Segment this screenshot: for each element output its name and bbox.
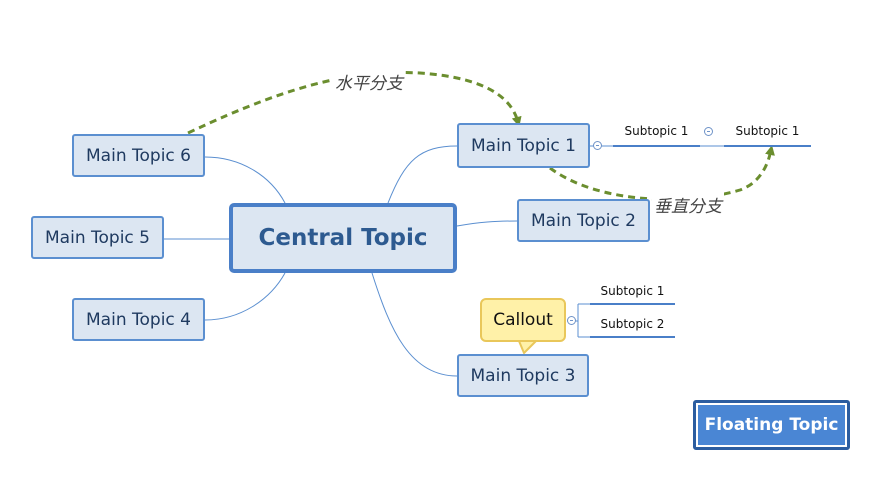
subtopic-1-1[interactable]: Subtopic 1	[724, 124, 811, 138]
main-topic-5-label: Main Topic 5	[45, 227, 150, 248]
main-topic-1[interactable]: Main Topic 1	[457, 123, 590, 168]
callout-pointer	[518, 340, 537, 354]
link-main-topic-4	[204, 272, 286, 321]
callout-subtopic-1-underline	[590, 303, 675, 305]
central-topic[interactable]: Central Topic	[229, 203, 457, 273]
main-topic-4[interactable]: Main Topic 4	[72, 298, 205, 341]
callout-subtopic-2[interactable]: Subtopic 2	[590, 317, 675, 331]
subtopic-1-label: Subtopic 1	[624, 124, 689, 138]
main-topic-2[interactable]: Main Topic 2	[517, 199, 650, 242]
link-main-topic-6	[204, 156, 286, 204]
subtopic-1[interactable]: Subtopic 1	[613, 124, 700, 138]
main-topic-1-label: Main Topic 1	[471, 135, 576, 156]
callout-subtopic-2-underline	[590, 336, 675, 338]
subtopic-1-1-underline	[724, 145, 811, 147]
collapse-callout-icon[interactable]	[567, 316, 576, 325]
relationship-vertical-label[interactable]: 垂直分支	[652, 192, 724, 217]
main-topic-4-label: Main Topic 4	[86, 309, 191, 330]
collapse-main-topic-1-icon[interactable]	[593, 141, 602, 150]
link-main-topic-1	[387, 145, 458, 204]
relationship-horizontal	[187, 71, 522, 135]
main-topic-3-label: Main Topic 3	[470, 365, 576, 386]
main-topic-5[interactable]: Main Topic 5	[31, 216, 164, 259]
relationship-horizontal-label[interactable]: 水平分支	[333, 69, 405, 94]
main-topic-6[interactable]: Main Topic 6	[72, 134, 205, 177]
relationship-horizontal-label-text: 水平分支	[335, 74, 403, 94]
relationship-vertical-label-text: 垂直分支	[654, 197, 722, 217]
callout-subtopic-1-label: Subtopic 1	[600, 284, 665, 298]
central-topic-label: Central Topic	[258, 225, 428, 251]
subtopic-1-1-label: Subtopic 1	[735, 124, 800, 138]
floating-topic-label: Floating Topic	[704, 415, 839, 435]
main-topic-3[interactable]: Main Topic 3	[457, 354, 589, 397]
relationship-vertical	[549, 145, 775, 201]
link-main-topic-3	[371, 272, 458, 377]
subtopic-1-underline	[613, 145, 700, 147]
main-topic-2-label: Main Topic 2	[531, 210, 636, 231]
callout-subtopic-1[interactable]: Subtopic 1	[590, 284, 675, 298]
floating-topic[interactable]: Floating Topic	[693, 400, 850, 450]
callout-label: Callout	[493, 310, 553, 330]
main-topic-6-label: Main Topic 6	[86, 145, 191, 166]
callout-subtopic-2-label: Subtopic 2	[600, 317, 665, 331]
callout[interactable]: Callout	[480, 298, 566, 342]
collapse-subtopic-1-icon[interactable]	[704, 127, 713, 136]
link-main-topic-2	[456, 220, 518, 227]
